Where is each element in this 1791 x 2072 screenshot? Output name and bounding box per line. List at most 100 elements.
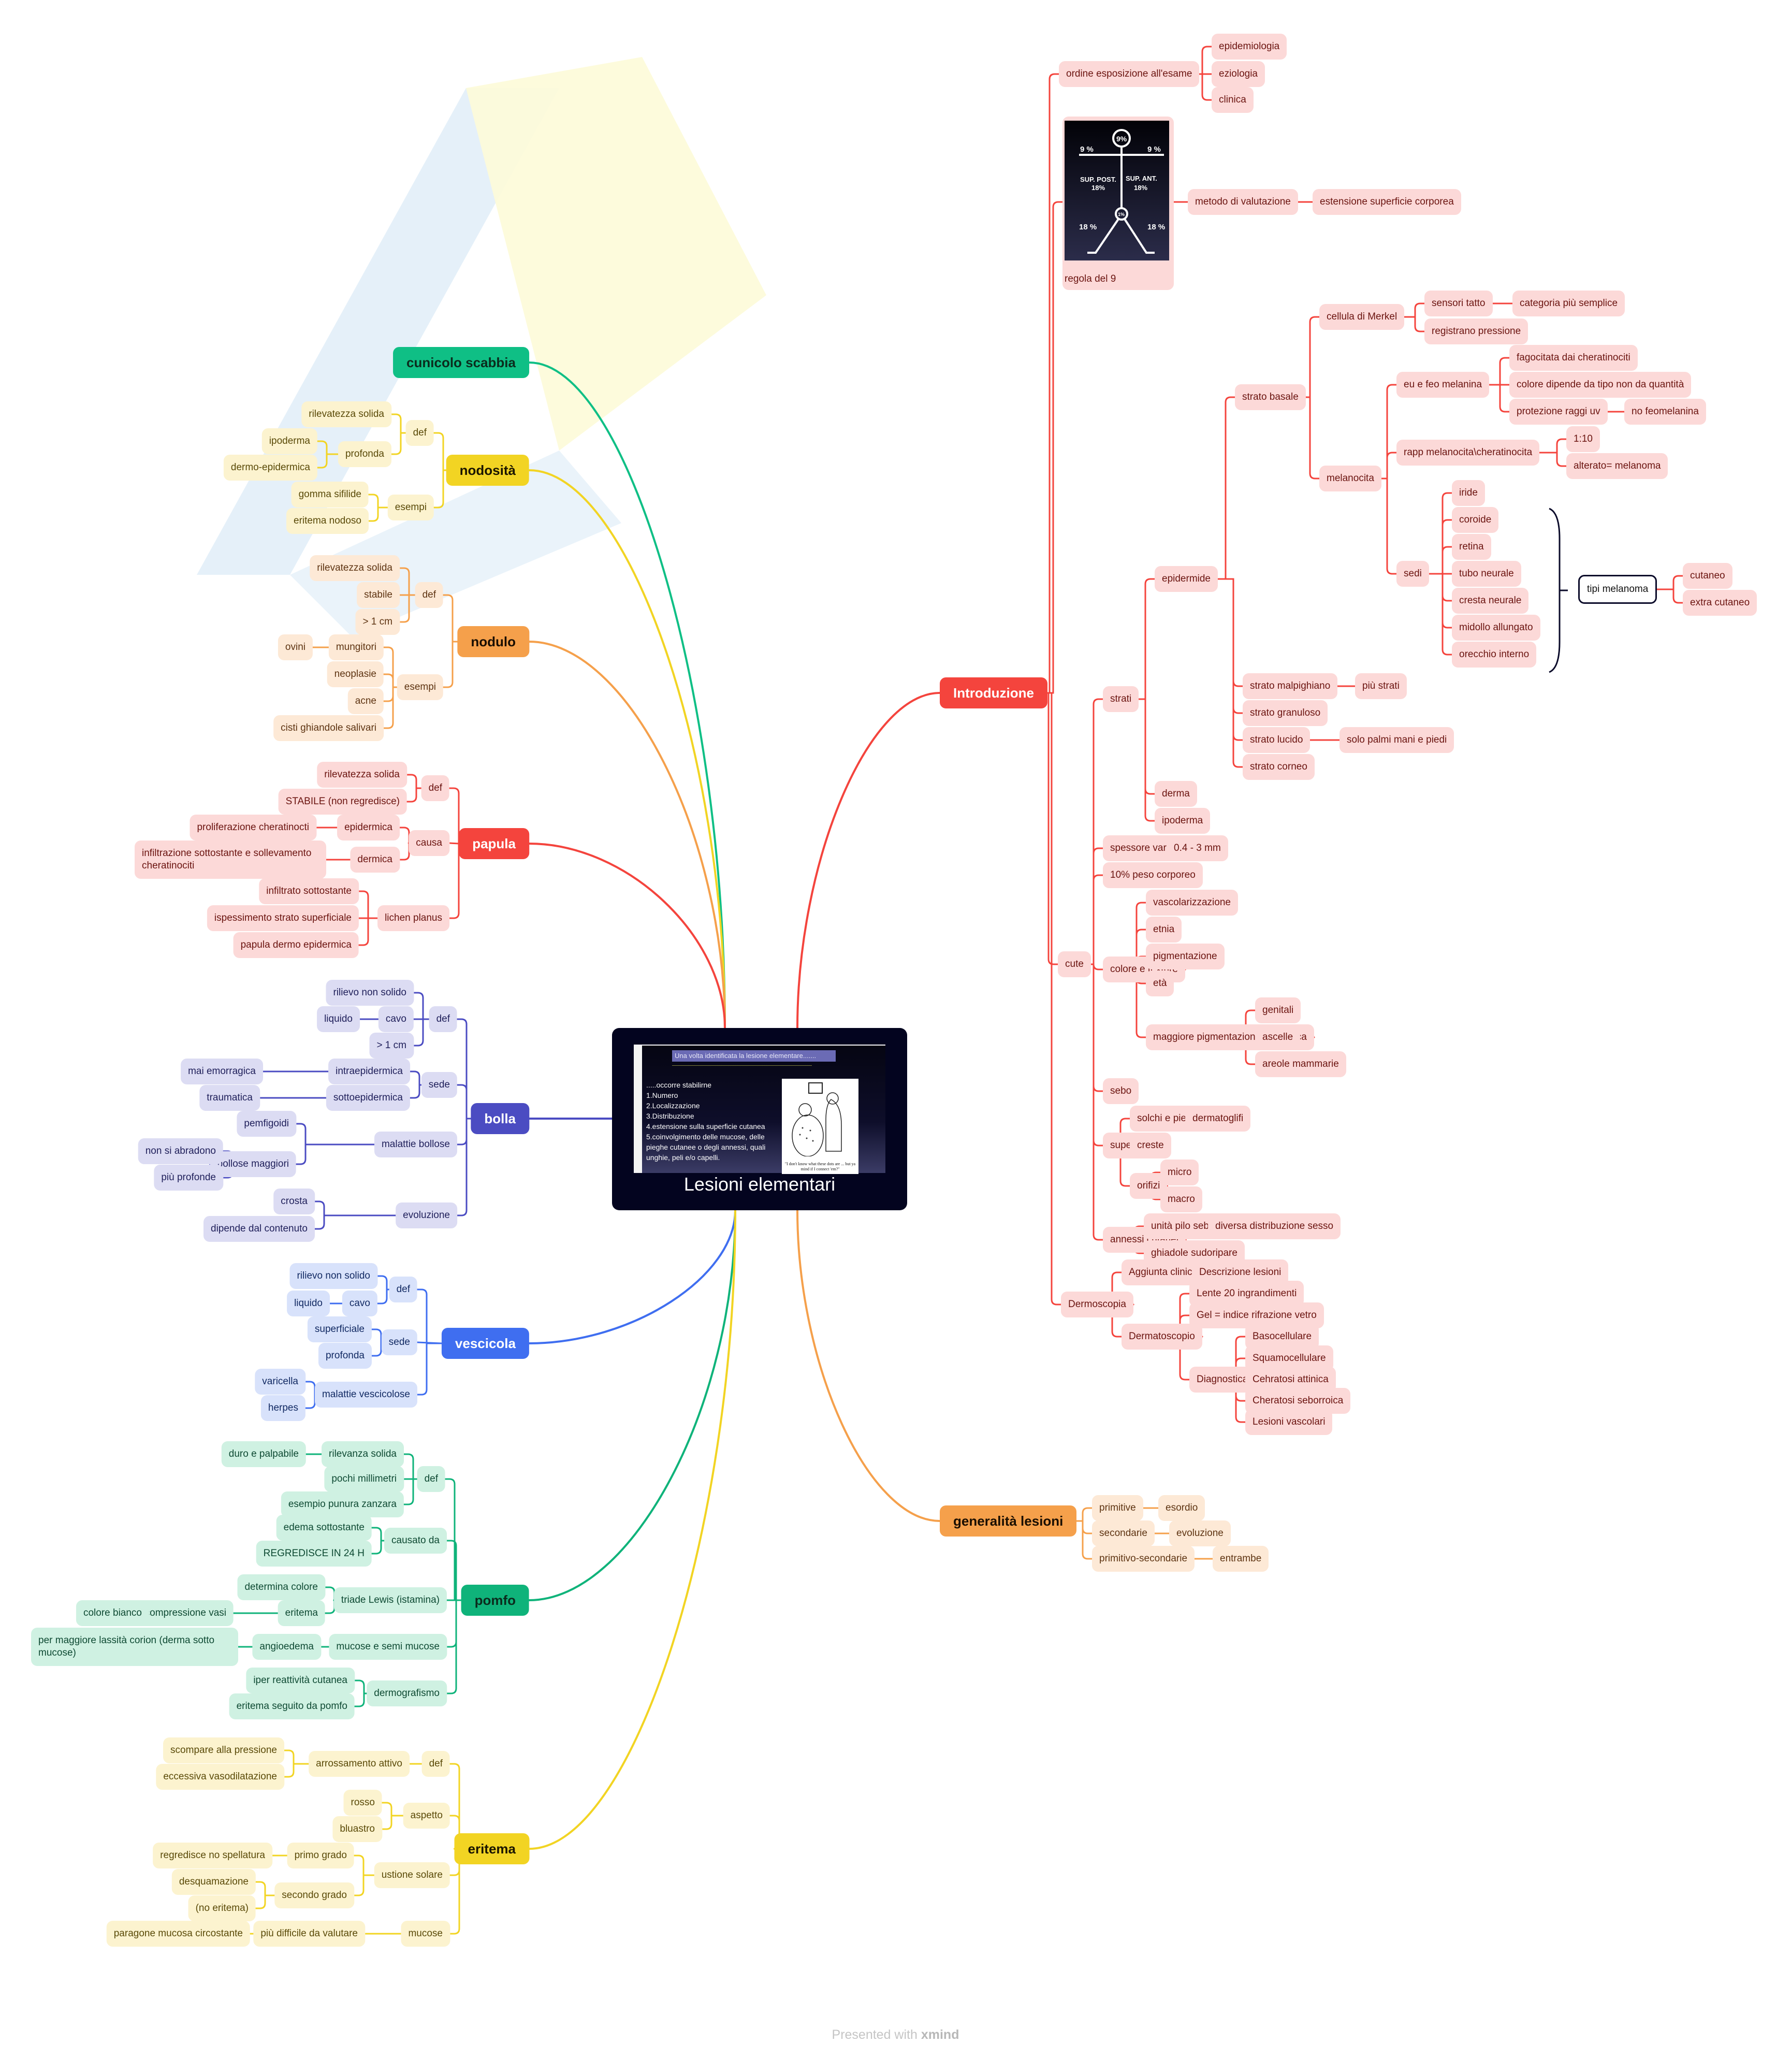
- topic-mdgr[interactable]: dermografismo: [367, 1680, 447, 1706]
- topic-sebo[interactable]: sebo: [1103, 1078, 1139, 1104]
- topic-bmai[interactable]: mai emorragica: [181, 1059, 263, 1084]
- topic-dsta[interactable]: stabile: [357, 582, 400, 608]
- topic-s2[interactable]: retina: [1452, 534, 1491, 560]
- main-topic-eri[interactable]: eritema: [454, 1833, 529, 1864]
- topic-derm[interactable]: Dermoscopia: [1061, 1292, 1133, 1317]
- topic-ipod[interactable]: ipoderma: [1155, 808, 1211, 834]
- main-topic-nod[interactable]: nodosità: [446, 455, 529, 486]
- topic-eros[interactable]: rosso: [343, 1790, 382, 1816]
- topic-esec[interactable]: secondo grado: [274, 1882, 354, 1908]
- topic-dril[interactable]: rilevatezza solida: [310, 555, 400, 581]
- topic-micro[interactable]: micro: [1160, 1160, 1199, 1185]
- topic-mdur[interactable]: duro e palpabile: [221, 1441, 306, 1467]
- topic-vher[interactable]: herpes: [260, 1395, 305, 1421]
- topic-cute[interactable]: cute: [1058, 951, 1091, 977]
- topic-macro[interactable]: macro: [1160, 1186, 1202, 1212]
- topic-medm[interactable]: edema sottostante: [276, 1515, 372, 1541]
- topic-pder[interactable]: dermica: [350, 847, 400, 873]
- topic-mcom[interactable]: compressione vasi: [137, 1600, 234, 1626]
- topic-mseg[interactable]: eritema seguito da pomfo: [229, 1693, 355, 1719]
- topic-dtsc[interactable]: Dermatoscopio: [1122, 1324, 1202, 1350]
- topic-mdef[interactable]: def: [417, 1466, 445, 1492]
- topic-bliq[interactable]: liquido: [317, 1006, 360, 1032]
- topic-epi[interactable]: epidermide: [1155, 566, 1218, 592]
- topic-g2b[interactable]: entrambe: [1213, 1546, 1269, 1572]
- topic-gran[interactable]: strato granuloso: [1243, 700, 1328, 726]
- topic-mcau[interactable]: causato da: [384, 1528, 447, 1554]
- topic-epri[interactable]: primo grado: [287, 1843, 354, 1868]
- topic-s0[interactable]: iride: [1452, 480, 1485, 506]
- topic-basale[interactable]: strato basale: [1235, 384, 1306, 410]
- topic-ereg[interactable]: regredisce no spellatura: [153, 1843, 272, 1868]
- topic-plic[interactable]: lichen planus: [377, 905, 449, 931]
- topic-dsiz[interactable]: > 1 cm: [355, 609, 400, 635]
- topic-vvar[interactable]: varicella: [255, 1369, 305, 1395]
- topic-t1[interactable]: extra cutaneo: [1683, 590, 1757, 616]
- topic-dcis[interactable]: cisti ghiandole salivari: [273, 715, 384, 741]
- topic-mmuc[interactable]: mucose e semi mucose: [329, 1634, 447, 1660]
- topic-s6[interactable]: orecchio interno: [1452, 642, 1537, 668]
- topic-nprof[interactable]: profonda: [338, 441, 391, 467]
- topic-des[interactable]: esempi: [397, 674, 443, 700]
- topic-mril[interactable]: rilevanza solida: [322, 1441, 404, 1467]
- topic-s4[interactable]: cresta neurale: [1452, 588, 1529, 614]
- topic-bmal[interactable]: malattie bollose: [374, 1132, 457, 1157]
- main-topic-cun[interactable]: cunicolo scabbia: [393, 347, 529, 378]
- topic-emuc[interactable]: mucose: [401, 1921, 450, 1947]
- topic-z1[interactable]: ascelle: [1255, 1024, 1301, 1050]
- topic-z0[interactable]: genitali: [1255, 997, 1301, 1023]
- topic-sedi[interactable]: sedi: [1396, 561, 1429, 587]
- topic-ord1[interactable]: eziologia: [1212, 61, 1265, 87]
- topic-ndef[interactable]: def: [405, 420, 434, 446]
- topic-spv[interactable]: 0.4 - 3 mm: [1167, 835, 1228, 861]
- topic-eblu[interactable]: bluastro: [332, 1816, 382, 1842]
- topic-ord[interactable]: ordine esposizione all'esame: [1059, 61, 1200, 87]
- topic-met[interactable]: metodo di valutazione: [1188, 189, 1298, 215]
- topic-nofeo[interactable]: no feomelanina: [1624, 399, 1706, 425]
- topic-ppro[interactable]: proliferazione cheratinocti: [190, 815, 316, 841]
- topic-pisp[interactable]: ispessimento strato superficiale: [207, 905, 359, 931]
- topic-mel[interactable]: melanocita: [1319, 466, 1381, 491]
- topic-c2[interactable]: pigmentazione: [1146, 944, 1225, 969]
- topic-miper[interactable]: iper reattività cutanea: [246, 1668, 355, 1693]
- topic-nes[interactable]: esempi: [387, 495, 434, 520]
- topic-diag[interactable]: Diagnostica: [1189, 1367, 1256, 1393]
- main-topic-ndl[interactable]: nodulo: [457, 626, 529, 657]
- topic-nipo[interactable]: ipoderma: [261, 428, 317, 454]
- topic-sens[interactable]: sensori tatto: [1424, 291, 1493, 316]
- topic-pcau[interactable]: causa: [409, 830, 449, 856]
- topic-esco[interactable]: scompare alla pressione: [163, 1737, 284, 1763]
- topic-pril[interactable]: rilevatezza solida: [317, 762, 407, 788]
- topic-g0a[interactable]: primitive: [1092, 1495, 1143, 1521]
- topic-palmi[interactable]: solo palmi mani e piedi: [1339, 727, 1454, 753]
- topic-edes[interactable]: desquamazione: [171, 1869, 256, 1895]
- topic-mreg[interactable]: REGREDISCE IN 24 H: [256, 1541, 372, 1567]
- topic-vpro[interactable]: profonda: [318, 1343, 372, 1369]
- topic-peso[interactable]: 10% peso corporeo: [1103, 862, 1203, 888]
- topic-bmag[interactable]: bollose maggiori: [210, 1151, 296, 1177]
- topic-dneo[interactable]: neoplasie: [327, 661, 384, 687]
- topic-bdef[interactable]: def: [429, 1006, 457, 1032]
- topic-vsup[interactable]: superficiale: [307, 1316, 372, 1342]
- topic-c1[interactable]: etnia: [1146, 917, 1182, 943]
- topic-g0b[interactable]: esordio: [1158, 1495, 1205, 1521]
- topic-vril[interactable]: rilievo non solido: [289, 1263, 377, 1289]
- topic-bcav[interactable]: cavo: [378, 1006, 414, 1032]
- topic-eecc[interactable]: eccessiva vasodilatazione: [156, 1764, 284, 1790]
- topic-psta[interactable]: STABILE (non regredisce): [278, 789, 407, 815]
- topic-bsiz[interactable]: > 1 cm: [369, 1033, 414, 1059]
- main-topic-intro[interactable]: Introduzione: [940, 677, 1047, 708]
- topic-nder[interactable]: dermo-epidermica: [223, 455, 317, 481]
- main-topic-ves[interactable]: vescicola: [441, 1328, 529, 1359]
- topic-col[interactable]: colore dipende da tipo non da quantità: [1509, 372, 1692, 398]
- topic-mdet[interactable]: determina colore: [237, 1574, 325, 1600]
- topic-ord2[interactable]: clinica: [1212, 87, 1254, 113]
- topic-bril[interactable]: rilievo non solido: [326, 980, 414, 1006]
- topic-lente[interactable]: Lente 20 ingrandimenti: [1189, 1281, 1304, 1307]
- topic-d0[interactable]: Basocellulare: [1245, 1324, 1319, 1350]
- topic-s5[interactable]: midollo allungato: [1452, 615, 1540, 641]
- topic-tipi[interactable]: tipi melanoma: [1578, 575, 1657, 604]
- regola-del-9-node[interactable]: 9% 9 % 9 % SUP. POST. 18% SUP. ANT. 18% …: [1062, 117, 1174, 290]
- central-topic[interactable]: Una volta identificata la lesione elemen…: [612, 1028, 907, 1210]
- topic-eufeo[interactable]: eu e feo melanina: [1396, 372, 1490, 398]
